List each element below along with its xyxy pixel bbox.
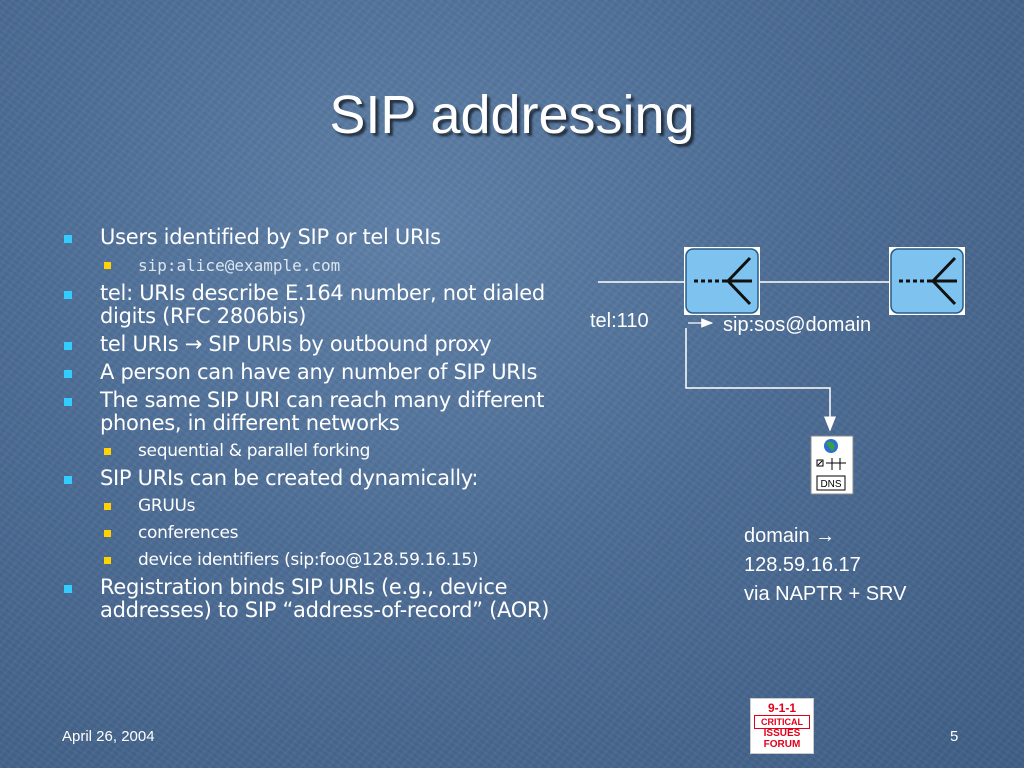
resolution-line: 128.59.16.17	[744, 554, 861, 576]
bullet-item: Registration binds SIP URIs (e.g., devic…	[62, 576, 572, 622]
proxy-icon	[889, 247, 965, 315]
logo-text: CRITICAL	[754, 715, 810, 729]
sub-bullet-item: sip:alice@example.com	[62, 254, 572, 278]
dns-label: DNS	[820, 479, 841, 490]
bullet-item: A person can have any number of SIP URIs	[62, 361, 572, 384]
sub-bullet-item: GRUUs	[62, 495, 572, 518]
critical-issues-forum-logo: 9-1-1 CRITICAL ISSUES FORUM	[750, 698, 814, 754]
dns-server-icon: DNS	[810, 435, 854, 495]
proxy-icon	[684, 247, 760, 315]
logo-text: FORUM	[763, 739, 801, 750]
sip-uri-example: sip:alice@example.com	[138, 256, 341, 275]
sub-bullet-item: sequential & parallel forking	[62, 440, 572, 463]
bullet-item: tel: URIs describe E.164 number, not dia…	[62, 282, 572, 328]
sip-uri-label: sip:sos@domain	[723, 314, 872, 336]
sub-bullet-item: conferences	[62, 522, 572, 545]
footer-date: April 26, 2004	[62, 728, 155, 745]
logo-text: 9-1-1	[767, 701, 796, 715]
bullet-item: SIP URIs can be created dynamically:	[62, 467, 572, 490]
dns-lookup-line	[685, 328, 836, 432]
resolution-line: domain →	[744, 525, 836, 547]
page-number: 5	[950, 728, 959, 745]
resolution-line: via NAPTR + SRV	[744, 583, 907, 605]
dns-resolution-note: domain → 128.59.16.17 via NAPTR + SRV	[744, 522, 906, 609]
tel-uri-label: tel:110	[590, 310, 649, 332]
bullet-item: Users identified by SIP or tel URIs	[62, 226, 572, 249]
bullet-item: The same SIP URI can reach many differen…	[62, 389, 572, 435]
bullet-item: tel URIs → SIP URIs by outbound proxy	[62, 333, 572, 356]
sub-bullet-item: device identifiers (sip:foo@128.59.16.15…	[62, 549, 572, 572]
slide-title: SIP addressing	[329, 85, 695, 145]
bullet-list: Users identified by SIP or tel URIs sip:…	[62, 226, 572, 627]
logo-text: ISSUES	[763, 728, 801, 739]
